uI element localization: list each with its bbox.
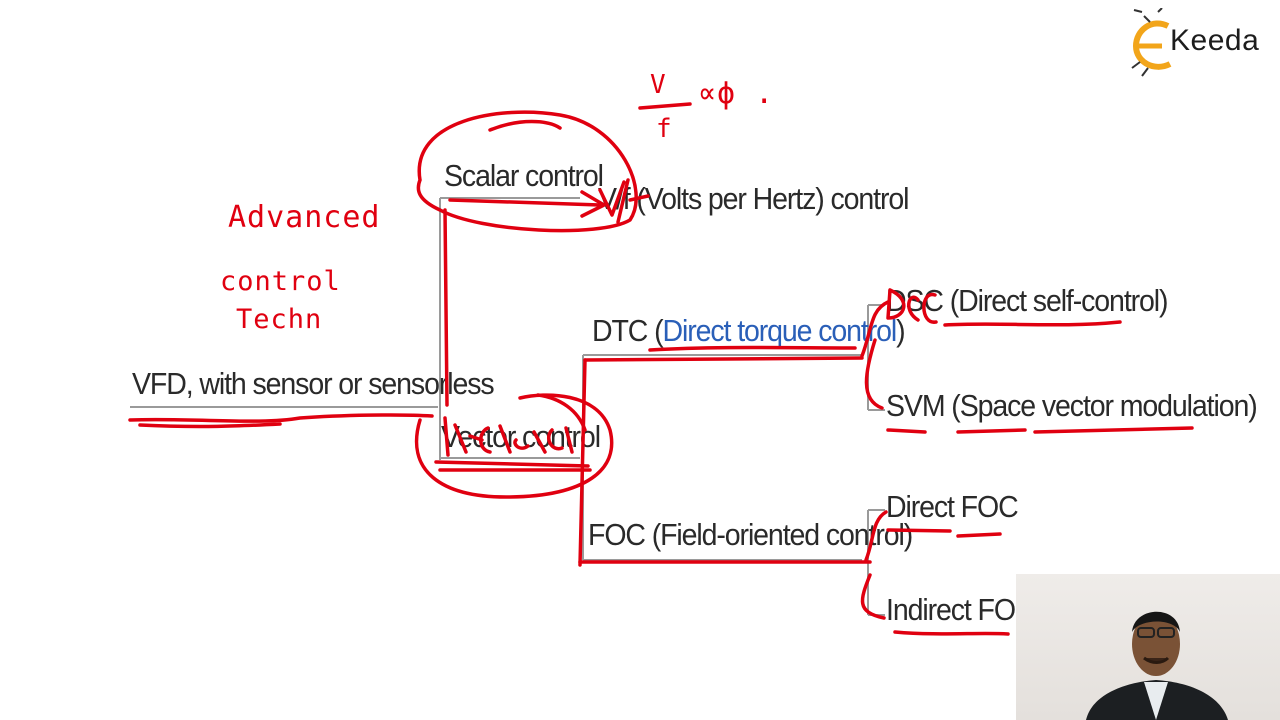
root-ink-underline-2 [140,424,280,427]
formula-numerator: V [650,70,667,100]
annotation-advanced: Advanced [228,200,381,235]
formula-proportional-phi: ∝ϕ . [698,76,774,111]
formula-fraction-bar [640,104,690,108]
annotation-control: control [220,266,341,297]
logo-text: Keeda [1170,24,1259,58]
root-ink-underline [130,415,432,421]
dsc-underline [945,322,1120,325]
scalar-arrow-line [450,200,600,205]
dtc-underline-ink [650,348,855,351]
trunk-ink [445,210,447,405]
vector-trunk-ink [580,360,585,565]
dtc-bracket-ink [862,302,888,408]
vector-ink-underline [436,462,590,470]
indirect-foc-underline [895,632,1008,634]
annotation-techn: Techn [236,304,322,335]
webcam-feed [1016,574,1280,720]
svm-underline [888,428,1192,432]
vector-overwrite [445,418,572,455]
scalar-circle [418,112,636,230]
vf-scribble [600,180,648,222]
foc-bracket-ink [862,512,886,618]
scalar-circle-top [490,122,560,131]
presenter-avatar [1016,574,1280,720]
formula-denominator: f [656,114,673,144]
dsc-overwrite [888,290,936,322]
direct-foc-underline [888,530,1000,536]
dtc-branch-ink [585,358,862,360]
